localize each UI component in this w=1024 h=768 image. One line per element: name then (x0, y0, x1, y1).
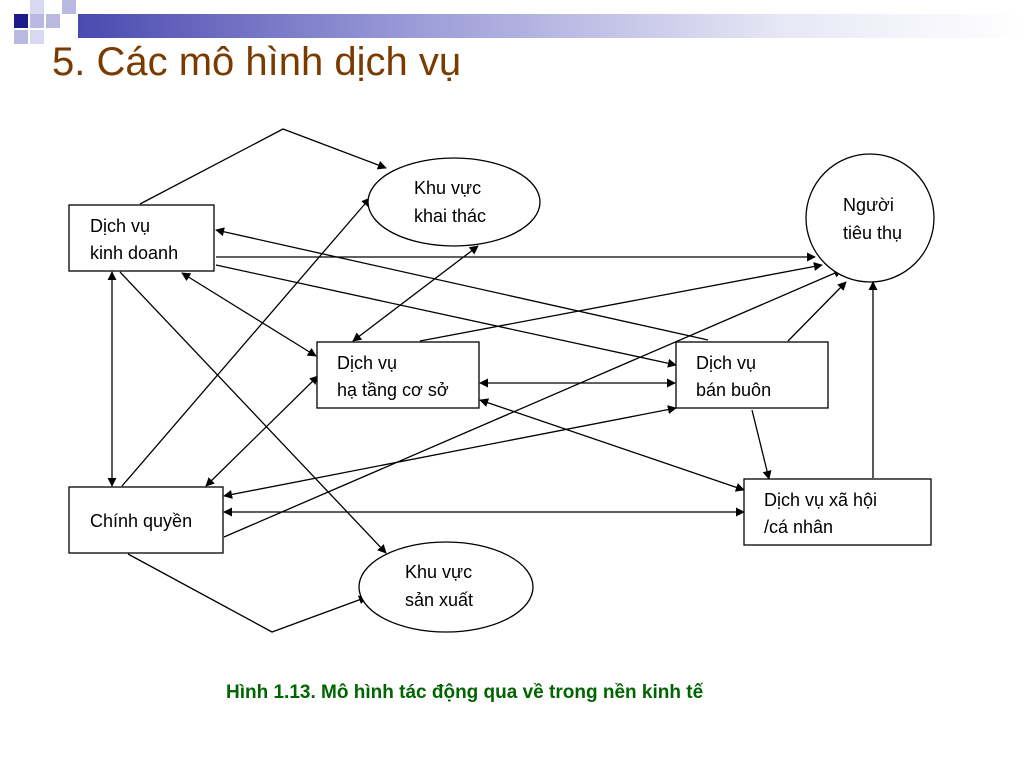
label-kinh-doanh-2: kinh doanh (90, 243, 178, 263)
label-ban-buon-2: bán buôn (696, 380, 771, 400)
edge-chinhquyen-tieudung (223, 269, 843, 538)
decor-square (30, 14, 44, 28)
label-khai-thac-2: khai thác (414, 206, 486, 226)
edge-banbuon-xahoi (751, 409, 772, 480)
edge-chinhquyen-khaithac (121, 197, 371, 487)
edge-chinhquyen-sanxuat (127, 553, 368, 633)
node-ha-tang-box (316, 341, 480, 409)
label-tieu-dung-2: tiêu thụ (843, 223, 902, 243)
edge-kinhdoanh-khaithac (139, 128, 387, 205)
label-chinh-quyen: Chính quyền (90, 511, 192, 531)
node-ban-buon-box (675, 341, 829, 409)
decor-square (46, 14, 60, 28)
figure-caption: Hình 1.13. Mô hình tác động qua về trong… (226, 682, 704, 703)
decor-square (14, 14, 28, 28)
label-ha-tang-1: Dịch vụ (337, 353, 397, 373)
edge-hatang-xahoi (479, 398, 745, 492)
label-ban-buon-1: Dịch vụ (696, 353, 756, 373)
label-ha-tang-2: hạ tầng cơ sở (337, 380, 449, 400)
decor-square (30, 0, 44, 14)
edge-kinhdoanh-hatang (181, 272, 317, 357)
node-khai-thac-ellipse (367, 157, 541, 247)
title-gradient-bar (78, 14, 1024, 38)
edge-hatang-tieudung (419, 262, 823, 342)
label-xa-hoi-2: /cá nhân (764, 517, 833, 537)
edge-banbuon-chinhquyen (223, 405, 677, 499)
decor-square (62, 0, 76, 14)
decor-square (14, 30, 28, 44)
label-xa-hoi-1: Dịch vụ xã hội (764, 490, 877, 510)
edge-banbuon-kinhdoanh (215, 227, 709, 341)
node-xa-hoi-box (743, 478, 932, 546)
label-san-xuat-2: sản xuất (405, 590, 473, 610)
label-san-xuat-1: Khu vực (405, 562, 472, 582)
edge-hatang-khaithac (352, 245, 479, 342)
node-tieu-dung-ellipse (805, 153, 935, 283)
slide-title: 5. Các mô hình dịch vụ (52, 40, 462, 84)
label-tieu-dung-1: Người (843, 195, 894, 215)
label-kinh-doanh-1: Dịch vụ (90, 216, 150, 236)
edge-hatang-chinhquyen (205, 375, 319, 487)
node-kinh-doanh-box (68, 204, 215, 272)
node-chinh-quyen-box (68, 486, 224, 554)
node-san-xuat-ellipse (358, 541, 534, 633)
label-khai-thac-1: Khu vực (414, 178, 481, 198)
edge-banbuon-tieudung (787, 281, 847, 342)
decor-square (30, 30, 44, 44)
